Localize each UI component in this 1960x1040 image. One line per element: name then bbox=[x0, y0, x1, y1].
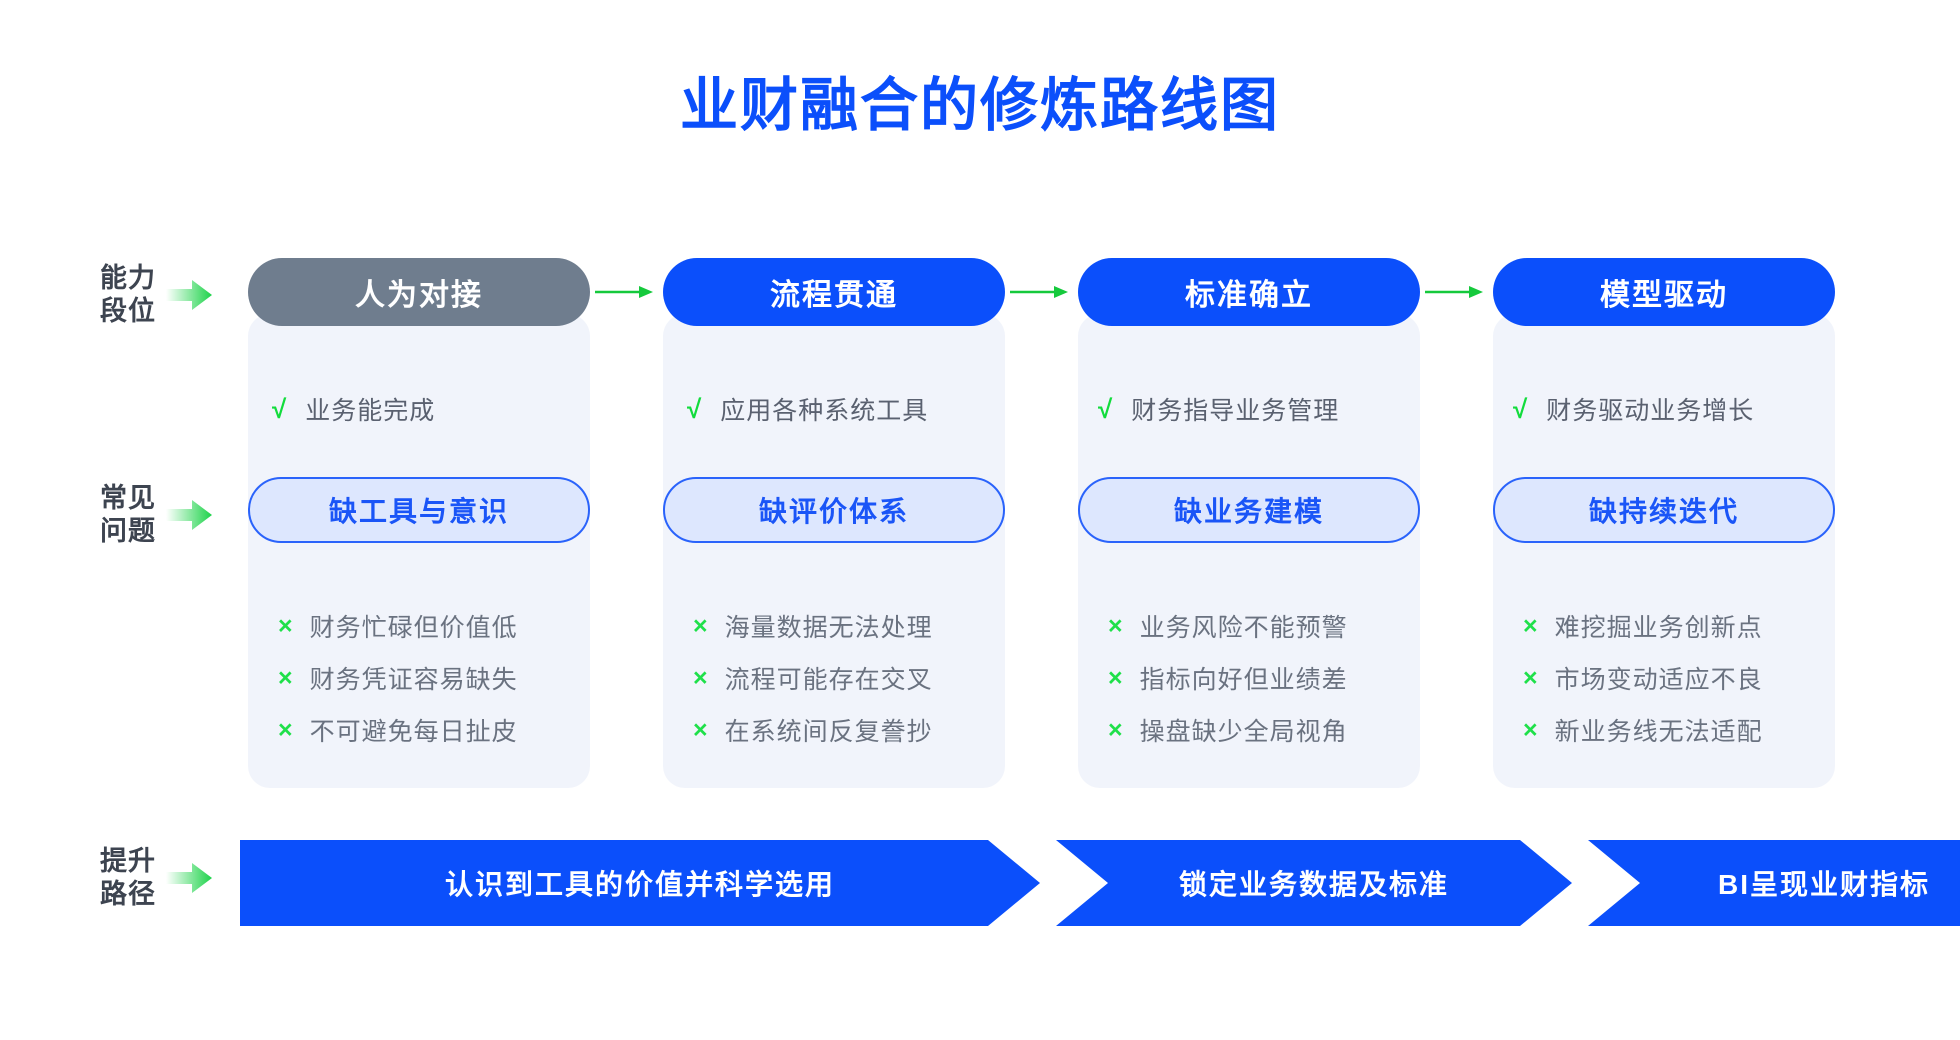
stage-good-1: √ 业务能完成 bbox=[272, 382, 435, 436]
stage-good-2: √ 应用各种系统工具 bbox=[687, 382, 928, 436]
stage-good-label-2: 应用各种系统工具 bbox=[720, 397, 929, 425]
arrow-right-icon bbox=[166, 862, 212, 893]
list-item: × 在系统间反复誊抄 bbox=[693, 704, 933, 756]
stage-card-2 bbox=[663, 314, 1005, 788]
stage-pill-1[interactable]: 人为对接 bbox=[248, 258, 590, 326]
stage-pill-2[interactable]: 流程贯通 bbox=[663, 258, 1005, 326]
problem-list-3: × 业务风险不能预警 × 指标向好但业绩差 × 操盘缺少全局视角 bbox=[1108, 600, 1348, 756]
list-item-label: 业务风险不能预警 bbox=[1139, 614, 1348, 642]
path-step-3-label: BI呈现业财指标 bbox=[1717, 869, 1930, 900]
problem-pill-4[interactable]: 缺持续迭代 bbox=[1493, 477, 1835, 543]
path-step-1[interactable]: 认识到工具的价值并科学选用 bbox=[240, 840, 1040, 926]
stage-good-3: √ 财务指导业务管理 bbox=[1098, 382, 1339, 436]
cross-icon: × bbox=[278, 611, 294, 640]
cross-icon: × bbox=[278, 715, 294, 744]
list-item: × 海量数据无法处理 bbox=[693, 600, 933, 652]
stage-good-label-1: 业务能完成 bbox=[305, 397, 436, 425]
list-item-label: 指标向好但业绩差 bbox=[1139, 666, 1348, 694]
cross-icon: × bbox=[1108, 663, 1124, 692]
list-item: × 市场变动适应不良 bbox=[1523, 652, 1763, 704]
cross-icon: × bbox=[278, 663, 294, 692]
list-item-label: 操盘缺少全局视角 bbox=[1139, 718, 1348, 746]
cross-icon: × bbox=[1523, 611, 1539, 640]
row-label-path-text: 提升 路径 bbox=[100, 846, 156, 909]
row-label-problems-text: 常见 问题 bbox=[100, 483, 156, 546]
problem-pill-1[interactable]: 缺工具与意识 bbox=[248, 477, 590, 543]
list-item-label: 海量数据无法处理 bbox=[724, 614, 933, 642]
stage-good-4: √ 财务驱动业务增长 bbox=[1513, 382, 1754, 436]
check-icon: √ bbox=[1098, 394, 1114, 424]
list-item-label: 财务凭证容易缺失 bbox=[309, 666, 518, 694]
connector-arrow-1 bbox=[595, 286, 653, 298]
cross-icon: × bbox=[693, 715, 709, 744]
problem-list-4: × 难挖掘业务创新点 × 市场变动适应不良 × 新业务线无法适配 bbox=[1523, 600, 1763, 756]
stage-card-3 bbox=[1078, 314, 1420, 788]
list-item: × 难挖掘业务创新点 bbox=[1523, 600, 1763, 652]
list-item-label: 市场变动适应不良 bbox=[1554, 666, 1763, 694]
list-item: × 财务忙碌但价值低 bbox=[278, 600, 518, 652]
problem-pill-3[interactable]: 缺业务建模 bbox=[1078, 477, 1420, 543]
list-item-label: 流程可能存在交叉 bbox=[724, 666, 933, 694]
arrow-right-icon bbox=[166, 279, 212, 310]
connector-arrow-2 bbox=[1010, 286, 1068, 298]
row-label-path: 提升 路径 bbox=[100, 845, 212, 911]
row-label-capability-text: 能力 段位 bbox=[100, 263, 156, 326]
list-item: × 操盘缺少全局视角 bbox=[1108, 704, 1348, 756]
cross-icon: × bbox=[693, 611, 709, 640]
path-step-1-label: 认识到工具的价值并科学选用 bbox=[444, 869, 835, 900]
list-item-label: 难挖掘业务创新点 bbox=[1554, 614, 1763, 642]
stage-pill-4[interactable]: 模型驱动 bbox=[1493, 258, 1835, 326]
list-item: × 业务风险不能预警 bbox=[1108, 600, 1348, 652]
check-icon: √ bbox=[687, 394, 703, 424]
cross-icon: × bbox=[1523, 715, 1539, 744]
list-item-label: 财务忙碌但价值低 bbox=[309, 614, 518, 642]
cross-icon: × bbox=[1523, 663, 1539, 692]
check-icon: √ bbox=[272, 394, 288, 424]
list-item-label: 在系统间反复誊抄 bbox=[724, 718, 933, 746]
connector-arrow-3 bbox=[1425, 286, 1483, 298]
stage-card-1 bbox=[248, 314, 590, 788]
cross-icon: × bbox=[693, 663, 709, 692]
arrow-right-icon bbox=[166, 499, 212, 530]
stage-good-label-3: 财务指导业务管理 bbox=[1131, 397, 1340, 425]
problem-list-1: × 财务忙碌但价值低 × 财务凭证容易缺失 × 不可避免每日扯皮 bbox=[278, 600, 518, 756]
cross-icon: × bbox=[1108, 611, 1124, 640]
path-step-3[interactable]: BI呈现业财指标 bbox=[1588, 840, 1960, 926]
list-item: × 财务凭证容易缺失 bbox=[278, 652, 518, 704]
stage-card-4 bbox=[1493, 314, 1835, 788]
list-item: × 指标向好但业绩差 bbox=[1108, 652, 1348, 704]
list-item: × 不可避免每日扯皮 bbox=[278, 704, 518, 756]
problem-list-2: × 海量数据无法处理 × 流程可能存在交叉 × 在系统间反复誊抄 bbox=[693, 600, 933, 756]
problem-pill-2[interactable]: 缺评价体系 bbox=[663, 477, 1005, 543]
stage-good-label-4: 财务驱动业务增长 bbox=[1546, 397, 1755, 425]
upgrade-path-band: 认识到工具的价值并科学选用 锁定业务数据及标准 BI呈现业财指标 bbox=[240, 840, 1960, 926]
path-step-2-label: 锁定业务数据及标准 bbox=[1178, 869, 1449, 900]
stage-pill-3[interactable]: 标准确立 bbox=[1078, 258, 1420, 326]
row-label-problems: 常见 问题 bbox=[100, 482, 212, 548]
path-step-2[interactable]: 锁定业务数据及标准 bbox=[1056, 840, 1572, 926]
row-label-capability: 能力 段位 bbox=[100, 262, 212, 328]
check-icon: √ bbox=[1513, 394, 1529, 424]
list-item: × 新业务线无法适配 bbox=[1523, 704, 1763, 756]
cross-icon: × bbox=[1108, 715, 1124, 744]
list-item-label: 新业务线无法适配 bbox=[1554, 718, 1763, 746]
list-item-label: 不可避免每日扯皮 bbox=[309, 718, 518, 746]
page-title: 业财融合的修炼路线图 bbox=[679, 73, 1280, 138]
list-item: × 流程可能存在交叉 bbox=[693, 652, 933, 704]
